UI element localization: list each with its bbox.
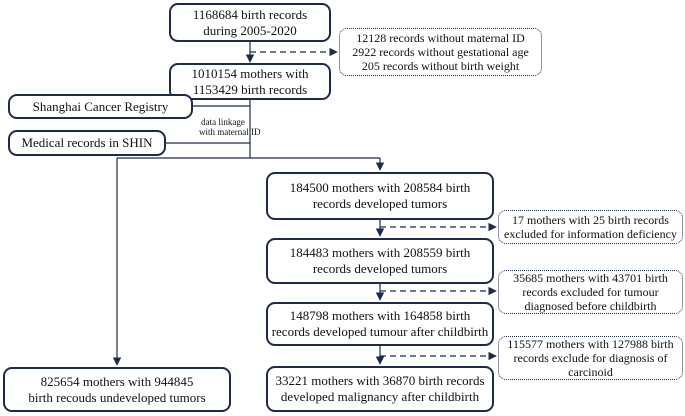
box-line: 2922 records without gestational age [352, 45, 529, 59]
data-linkage-note: data linkage with maternal ID [199, 117, 261, 137]
box-line: carcinoid [568, 365, 613, 379]
box-line: excluded for information deficiency [504, 227, 677, 241]
medical-records-box: Medical records in SHIN [8, 130, 166, 156]
box-line: 1168684 birth records [192, 6, 308, 22]
box-line: 184500 mothers with 208584 birth [289, 180, 471, 195]
note-line: data linkage [201, 117, 245, 127]
note-line: with maternal ID [199, 127, 261, 137]
info-deficiency-exclusion-box: 17 mothers with 25 birth records exclude… [498, 210, 683, 244]
initial-exclusion-box: 12128 records without maternal ID 2922 r… [339, 28, 542, 76]
box-line: birth recouds undeveloped tumors [28, 389, 206, 405]
developed-tumors-2-box: 184483 mothers with 208559 birth records… [266, 238, 494, 284]
box-line: 1010154 mothers with [191, 65, 309, 81]
box-line: 205 records without birth weight [361, 59, 520, 73]
malignancy-box: 33221 mothers with 36870 birth records d… [266, 366, 494, 412]
box-line: Shanghai Cancer Registry [32, 98, 169, 114]
cancer-registry-box: Shanghai Cancer Registry [8, 94, 193, 119]
box-line: records excluded for tumour [522, 285, 659, 299]
box-line: 12128 records without maternal ID [356, 31, 525, 45]
box-line: 184483 mothers with 208559 birth [289, 245, 471, 260]
total-records-box: 1168684 birth records during 2005-2020 [169, 3, 331, 42]
box-line: 825654 mothers with 944845 [40, 373, 194, 389]
box-line: 17 mothers with 25 birth records [512, 213, 669, 227]
box-line: 115577 mothers with 127988 birth [507, 337, 674, 351]
box-line: developed malignancy after childbirth [280, 389, 480, 404]
box-line: during 2005-2020 [203, 22, 297, 38]
box-line: records developed tumour after childbirt… [271, 324, 489, 339]
before-childbirth-exclusion-box: 35685 mothers with 43701 birth records e… [498, 270, 683, 314]
box-line: records developed tumors [312, 196, 448, 211]
box-line: 1153429 birth records [192, 81, 308, 97]
box-line: diagnosed before childbirth [524, 299, 657, 313]
box-line: 35685 mothers with 43701 birth [513, 271, 668, 285]
box-line: records exclude for diagnosis of [513, 351, 668, 365]
after-childbirth-box: 148798 mothers with 164858 birth records… [266, 302, 494, 346]
linked-mothers-box: 1010154 mothers with 1153429 birth recor… [169, 63, 331, 100]
developed-tumors-box: 184500 mothers with 208584 birth records… [266, 172, 494, 220]
box-line: 33221 mothers with 36870 birth records [275, 373, 485, 388]
box-line: 148798 mothers with 164858 birth [289, 308, 471, 323]
carcinoid-exclusion-box: 115577 mothers with 127988 birth records… [498, 336, 683, 380]
box-line: Medical records in SHIN [21, 135, 153, 150]
box-line: records developed tumors [312, 261, 448, 276]
undeveloped-tumors-box: 825654 mothers with 944845 birth recouds… [3, 367, 231, 412]
